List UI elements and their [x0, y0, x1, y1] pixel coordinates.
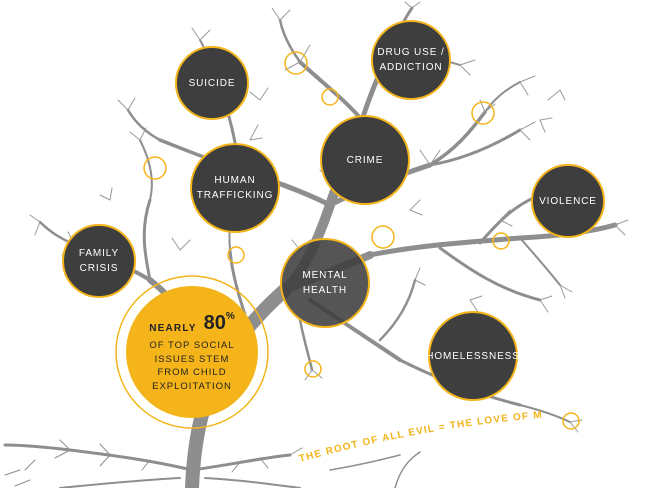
node-crime: CRIME	[320, 115, 410, 205]
callout-circle: NEARLY 80 % OF TOP SOCIAL ISSUES STEM FR…	[126, 286, 258, 418]
node-family-crisis: FAMILY CRISIS	[62, 224, 136, 298]
node-label: SUICIDE	[188, 77, 236, 89]
node-label: HOMELESSNESS	[426, 350, 520, 362]
node-homelessness: HOMELESSNESS	[426, 311, 520, 401]
callout-headline: NEARLY 80 %	[149, 311, 235, 336]
callout-body: OF TOP SOCIAL ISSUES STEM FROM CHILD EXP…	[149, 340, 235, 392]
callout-text: NEARLY 80 % OF TOP SOCIAL ISSUES STEM FR…	[149, 311, 235, 393]
node-label: CRIME	[346, 154, 384, 166]
node-label: DRUG USE / ADDICTION	[377, 47, 445, 73]
node-mental-health: MENTAL HEALTH	[280, 238, 370, 328]
node-violence: VIOLENCE	[531, 164, 605, 238]
tree-roots	[3, 439, 421, 488]
node-label: MENTAL HEALTH	[302, 270, 348, 296]
node-suicide: SUICIDE	[175, 46, 249, 120]
node-label: VIOLENCE	[539, 195, 597, 207]
node-label: FAMILY CRISIS	[78, 248, 120, 274]
node-human-trafficking: HUMAN TRAFFICKING	[190, 143, 280, 233]
node-label: HUMAN TRAFFICKING	[196, 175, 274, 201]
callout-value: 80	[203, 312, 226, 334]
callout-prefix: NEARLY	[149, 323, 197, 334]
accent-rings	[115, 51, 580, 430]
callout-unit: %	[225, 311, 235, 322]
node-drug-use-addiction: DRUG USE / ADDICTION	[371, 20, 451, 100]
